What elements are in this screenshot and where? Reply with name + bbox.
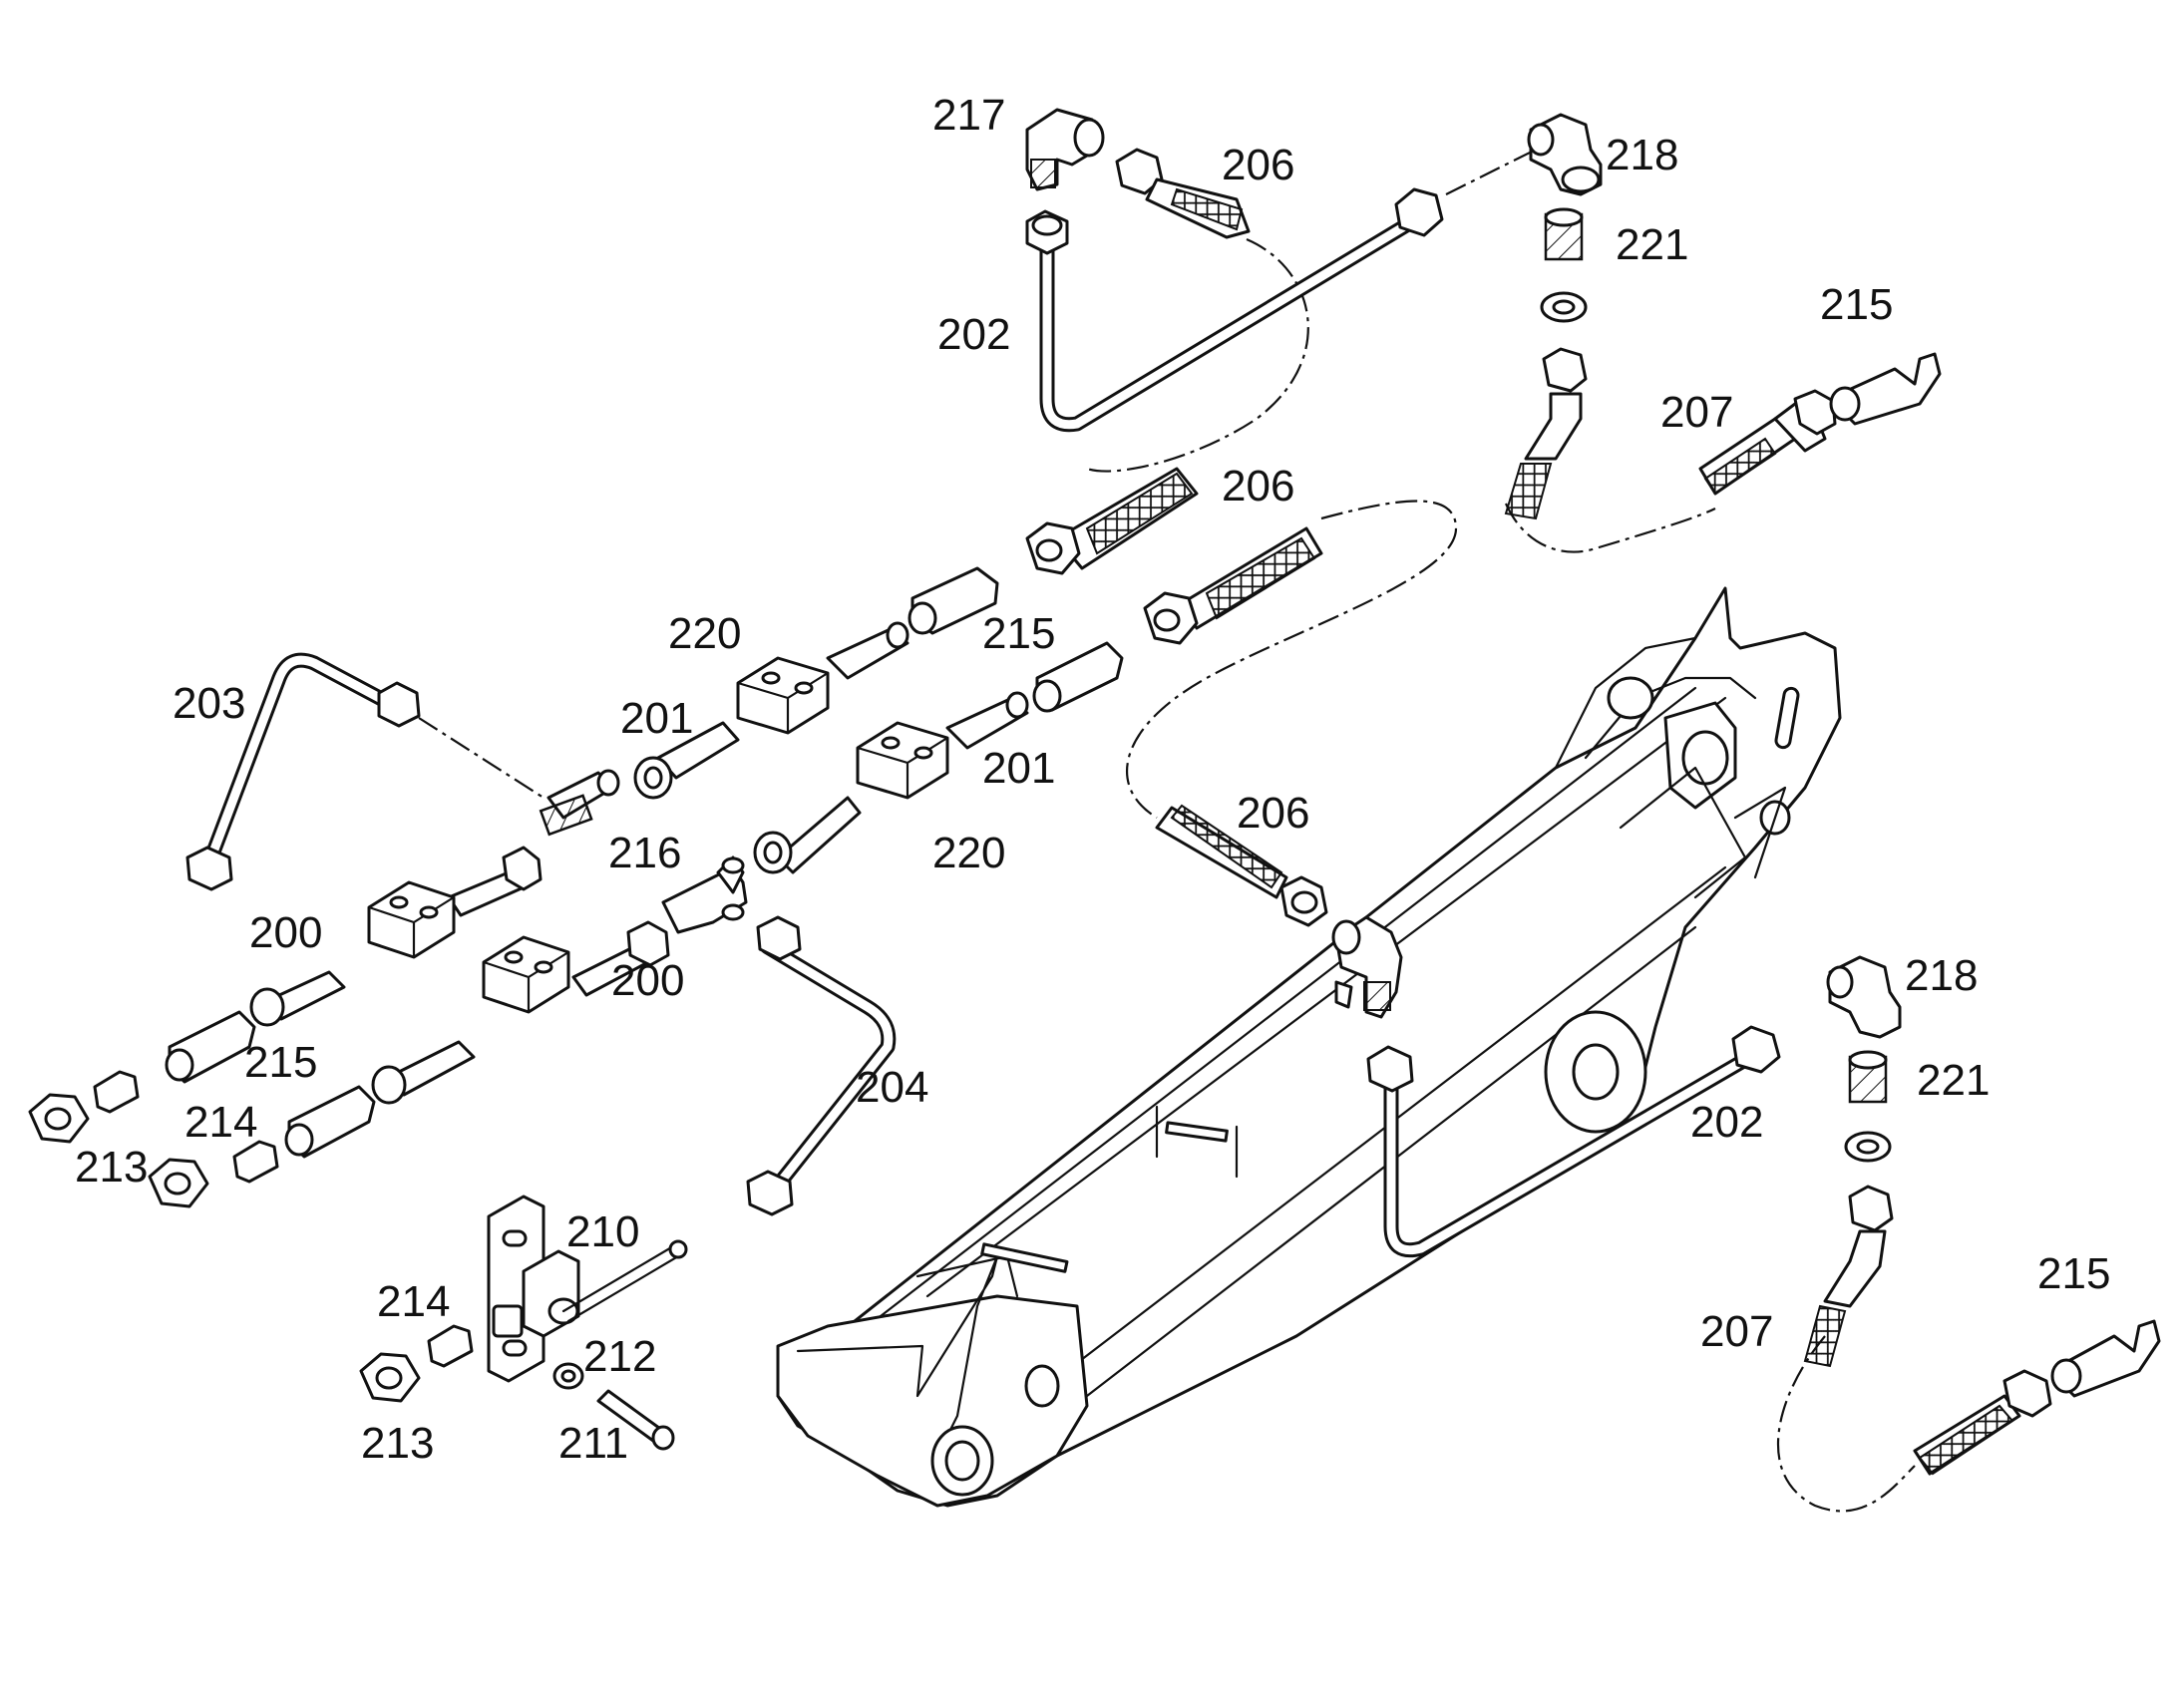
clamp-220-upper (736, 656, 830, 735)
callout-201-upper: 201 (620, 694, 693, 743)
callout-220-lower: 220 (932, 829, 1005, 877)
stud-201-upper (826, 621, 909, 680)
callout-218-lower: 218 (1905, 951, 1978, 1000)
callout-213-lower: 213 (361, 1419, 434, 1468)
fitting-215-lower-right (2050, 1319, 2161, 1398)
callout-206-lower: 206 (1237, 789, 1309, 838)
plug-214-left (93, 1070, 279, 1184)
callout-207-lower: 207 (1700, 1307, 1773, 1356)
callout-218-top: 218 (1606, 131, 1678, 179)
callout-210: 210 (566, 1207, 639, 1256)
callout-215-lower-right: 215 (2037, 1249, 2110, 1298)
fitting-215-middle (908, 566, 999, 635)
clamp-200-left (367, 880, 456, 959)
pipe-202-upper (1025, 187, 1444, 433)
tee-216 (539, 769, 620, 837)
hose-206-lower (1155, 804, 1328, 927)
hose-207-lower (1803, 1185, 1894, 1368)
hose-207-diagonal (1698, 389, 1837, 496)
hose-207-lower-diagonal (1913, 1369, 2052, 1476)
bolt-211 (596, 1389, 675, 1451)
stud-201-left (633, 721, 740, 800)
callout-215-left: 215 (244, 1038, 317, 1087)
callout-216: 216 (608, 829, 681, 877)
stud-200-left (447, 846, 543, 917)
callout-213-left: 213 (75, 1143, 148, 1192)
bracket-210 (487, 1195, 688, 1383)
stud-201-lower (945, 691, 1029, 750)
elbow-near-boom (1331, 915, 1403, 1019)
elbow-218-upper (1527, 113, 1603, 196)
elbow-fitting-217 (1025, 108, 1105, 191)
clamp-200-lower (482, 935, 570, 1014)
nut-213-left (28, 1093, 209, 1208)
elbow-218-lower (1826, 955, 1902, 1039)
fitting-215-middle-b (1032, 641, 1124, 713)
stud-left-lower (249, 970, 476, 1105)
boom-arm (776, 586, 1842, 1508)
callout-204: 204 (856, 1063, 928, 1112)
plug-214-lower (427, 1324, 474, 1368)
callout-202-top: 202 (937, 310, 1010, 359)
hose-206-middle-upper (1025, 467, 1199, 575)
fitting-215-upper-right (1829, 352, 1942, 426)
clamp-220-lower (856, 721, 949, 800)
callout-220-upper: 220 (668, 609, 741, 658)
hose-206-middle-lower (1143, 526, 1323, 645)
callout-214-lower: 214 (377, 1277, 450, 1326)
callout-221-lower: 221 (1917, 1056, 1990, 1105)
callout-200-center: 200 (611, 956, 684, 1005)
callout-201-lower: 201 (982, 744, 1055, 793)
callout-203: 203 (173, 679, 245, 728)
hose-207-vertical (1504, 347, 1588, 520)
fitting-215-left (165, 1010, 376, 1159)
hose-206-upper (1115, 148, 1251, 239)
routing-lines (418, 149, 1916, 1513)
callout-211: 211 (558, 1419, 628, 1468)
stud-200-center (571, 920, 670, 997)
callout-214-left: 214 (184, 1098, 257, 1147)
callout-215-middle: 215 (982, 609, 1055, 658)
pipe-204 (746, 915, 897, 1216)
callout-202-lower: 202 (1690, 1098, 1763, 1147)
callout-207-top: 207 (1660, 388, 1733, 437)
nut-213-lower (359, 1352, 421, 1403)
adapter-221-upper (1540, 207, 1588, 323)
pipe-202-lower (1366, 1025, 1781, 1258)
stud-center (753, 796, 862, 874)
callout-206-middle: 206 (1222, 462, 1294, 511)
adapter-221-lower (1844, 1050, 1892, 1163)
callout-206-top: 206 (1222, 141, 1294, 189)
callout-217: 217 (932, 91, 1005, 140)
callout-212: 212 (583, 1332, 656, 1381)
callout-200-left: 200 (249, 908, 322, 957)
callout-221-top: 221 (1616, 220, 1688, 269)
callout-labels: 217 206 218 221 202 215 207 206 220 215 … (75, 91, 2110, 1468)
washer-212 (552, 1362, 584, 1390)
pipe-203 (185, 652, 421, 891)
callout-215-top-right: 215 (1820, 280, 1893, 329)
tee-fitting-center (661, 855, 748, 934)
